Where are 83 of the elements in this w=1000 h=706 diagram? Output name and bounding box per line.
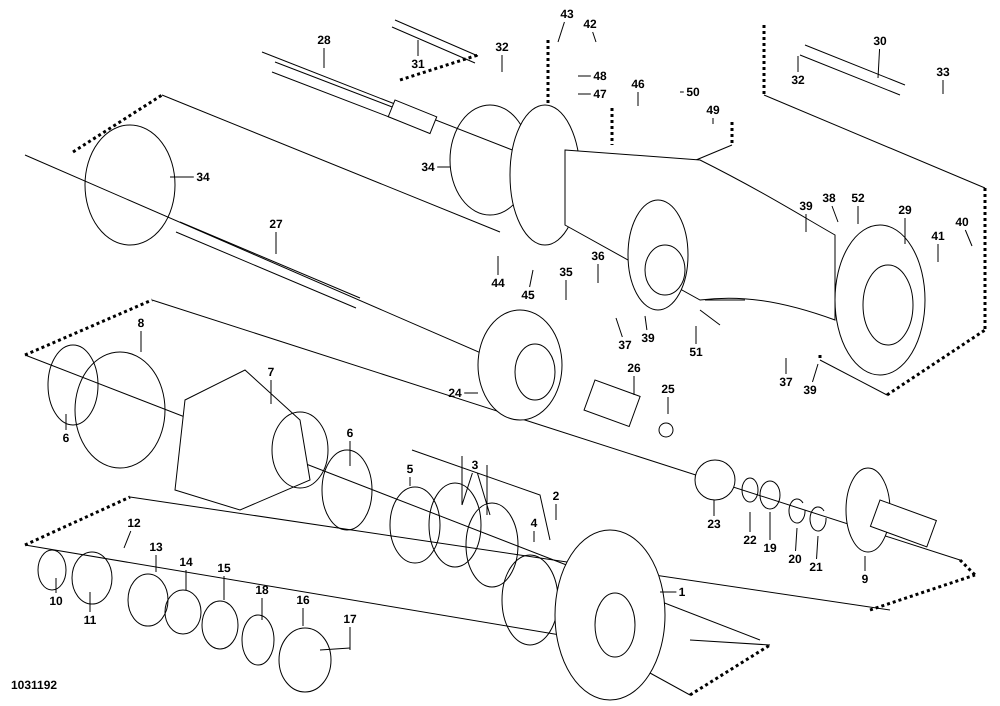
callout-number: 37 [618, 339, 632, 351]
callout-number: 32 [791, 74, 805, 86]
callout-number: 24 [448, 387, 462, 399]
callout-number: 17 [343, 613, 357, 625]
callout-number: 25 [661, 383, 675, 395]
callout-number: 38 [822, 192, 836, 204]
leader-line [616, 318, 623, 338]
callout-number: 28 [317, 34, 331, 46]
leader-line [270, 380, 272, 404]
callout-number: 18 [255, 584, 269, 596]
leader-line [816, 536, 818, 560]
leader-line [436, 166, 450, 168]
callout-number: 33 [936, 66, 950, 78]
callout-number: 43 [560, 8, 574, 20]
leader-line [170, 176, 194, 178]
callout-number: 6 [62, 432, 70, 444]
callout-number: 42 [583, 18, 597, 30]
callout-number: 15 [217, 562, 231, 574]
callout-number: 23 [707, 518, 721, 530]
leader-line [592, 32, 596, 42]
callout-number: 39 [641, 332, 655, 344]
callout-number: 39 [803, 384, 817, 396]
callout-number: 44 [491, 277, 505, 289]
callout-number: 46 [631, 78, 645, 90]
callout-number: 13 [149, 541, 163, 553]
leader-line [712, 118, 714, 124]
leader-line [904, 218, 906, 244]
callout-number: 21 [809, 561, 823, 573]
callout-number: 6 [346, 427, 354, 439]
leader-line [464, 392, 478, 394]
leader-line [644, 316, 648, 330]
leader-line [832, 206, 838, 222]
leader-line [140, 330, 142, 352]
callout-number: 19 [763, 542, 777, 554]
callout-number: 7 [268, 366, 274, 378]
leader-line [795, 528, 798, 552]
callout-number: 45 [521, 289, 535, 301]
leader-line [878, 48, 880, 78]
callout-number: 41 [931, 230, 945, 242]
callout-number: 4 [530, 517, 538, 529]
callout-number: 5 [406, 463, 414, 475]
callout-number: 40 [955, 216, 969, 228]
callout-number: 51 [689, 346, 703, 358]
callout-number: 20 [788, 553, 802, 565]
callout-number: 3 [472, 459, 478, 471]
callout-number: 39 [799, 200, 813, 212]
callout-number: 14 [179, 556, 193, 568]
leader-line [124, 530, 132, 548]
callout-number: 26 [627, 362, 641, 374]
leader-line [812, 364, 818, 382]
callout-number: 52 [851, 192, 865, 204]
callout-number: 36 [591, 250, 605, 262]
leader-line [558, 22, 565, 42]
callout-number: 34 [421, 161, 435, 173]
callout-number: 47 [593, 88, 607, 100]
callout-number: 37 [779, 376, 793, 388]
callout-number: 27 [269, 218, 283, 230]
callout-number: 48 [593, 70, 607, 82]
callout-number: 49 [706, 104, 720, 116]
callout-number: 34 [196, 171, 210, 183]
callout-number: 29 [898, 204, 912, 216]
leader-line [942, 80, 944, 94]
callout-number: 50 [686, 86, 700, 98]
leader-line [302, 608, 304, 626]
callout-number: 30 [873, 35, 887, 47]
callout-number: 12 [127, 517, 141, 529]
callout-number: 8 [138, 317, 144, 329]
leader-line [462, 472, 473, 506]
callout-number: 16 [296, 594, 310, 606]
leader-line [964, 230, 972, 246]
callout-number: 32 [495, 41, 509, 53]
callout-number: 2 [552, 490, 560, 502]
callout-number: 22 [743, 534, 757, 546]
figure-number: 1031192 [11, 677, 58, 694]
callout-number: 1 [678, 586, 686, 598]
callout-number: 31 [411, 58, 425, 70]
leader-line [476, 472, 490, 516]
callout-number: 10 [49, 595, 63, 607]
leader-line [529, 270, 534, 288]
leader-line [864, 556, 866, 572]
callout-number: 35 [559, 266, 573, 278]
callout-number: 9 [862, 573, 868, 585]
callout-number: 11 [84, 614, 96, 626]
